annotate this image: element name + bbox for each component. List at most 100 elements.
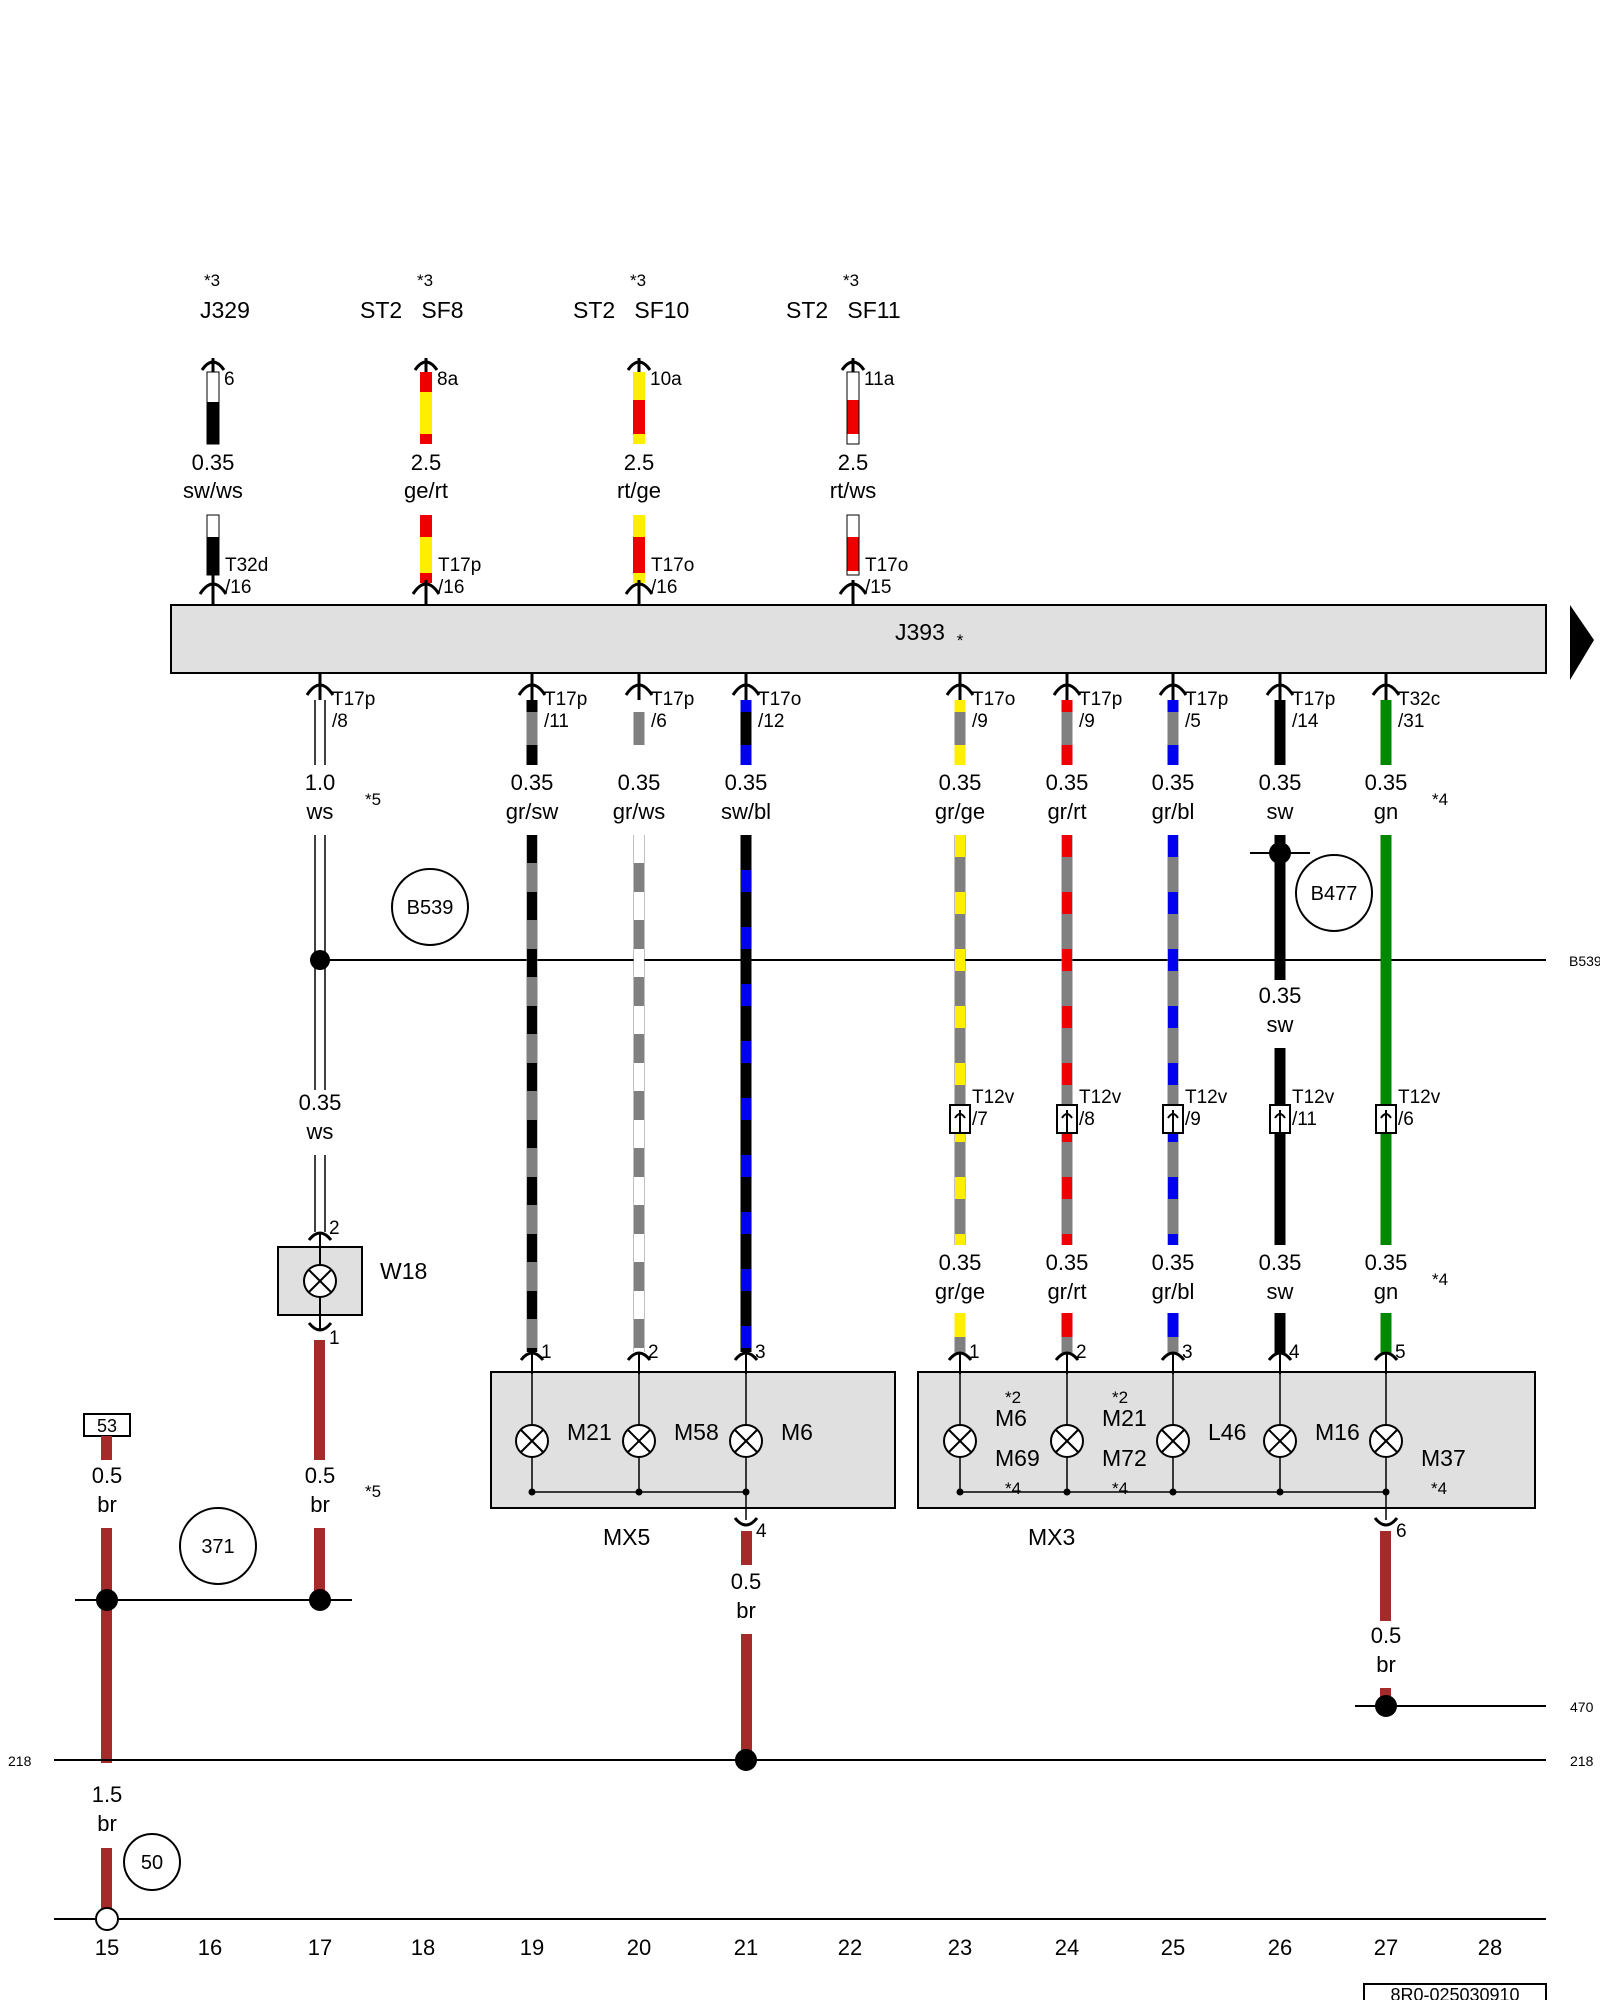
- connector-name: T17o: [865, 555, 908, 576]
- wire-stripe: [634, 892, 644, 920]
- wire-segment: [1061, 1337, 1073, 1353]
- splice-dot: [310, 950, 330, 970]
- ground-network: 53 0.5 br 1.5 br 0.5 br *5 371 0.5 br 0.…: [8, 1340, 1594, 1931]
- input-wire-sf8: *3 ST2 SF8 8a 2.5 ge/rt T17p /16: [360, 271, 481, 605]
- note: *5: [365, 790, 381, 809]
- wire-stripe: [1062, 892, 1072, 914]
- wire-segment: [1274, 1313, 1286, 1353]
- wire-color: br: [97, 1811, 117, 1836]
- wire-size: 0.5: [731, 1569, 762, 1594]
- connector-name: T17o: [758, 689, 801, 710]
- input-wire-sf11: *3 ST2 SF11 11a 2.5 rt/ws T17o /15: [786, 271, 908, 605]
- wire-stripe: [634, 1291, 644, 1319]
- wire-segment: [1380, 835, 1392, 1245]
- connector-name: T17p: [332, 689, 375, 710]
- connector-name: T17p: [544, 689, 587, 710]
- wire-stripe: [847, 400, 859, 434]
- wire-stripe: [1168, 892, 1178, 914]
- wire-stripe: [527, 835, 537, 863]
- wire-size: 0.5: [92, 1463, 123, 1488]
- wire-stripe: [1061, 745, 1073, 765]
- connector-name: T17o: [651, 555, 694, 576]
- pin-terminal: [307, 1231, 333, 1241]
- wire-stripe: [527, 949, 537, 977]
- bubble-label: B539: [407, 897, 454, 919]
- wire-segment: [633, 515, 645, 537]
- bubble: [1295, 854, 1373, 932]
- column-number: 23: [948, 1935, 972, 1960]
- connector-pin: /15: [865, 577, 891, 598]
- wire-segment: [101, 1436, 112, 1460]
- wire-stripe: [634, 1234, 644, 1262]
- wire-segment: [1274, 700, 1286, 765]
- wire-color: br: [736, 1598, 756, 1623]
- wire-stripe: [1062, 1006, 1072, 1028]
- bulb-cross: [948, 1429, 972, 1453]
- t12v-connector: T12v/8: [1056, 1087, 1122, 1134]
- wire-size: 0.35: [939, 1250, 982, 1275]
- wire-size: 0.35: [725, 770, 768, 795]
- connector-arc: [1061, 1113, 1073, 1119]
- wire-segment: [314, 1528, 325, 1600]
- connector-pin: /5: [1185, 711, 1201, 732]
- note: *4: [1112, 1479, 1128, 1498]
- wire-stripe: [740, 700, 752, 712]
- wire-stripe: [741, 984, 751, 1006]
- wire-color: sw: [1267, 1279, 1294, 1304]
- wire-size: 0.35: [1046, 770, 1089, 795]
- wire-stripe: [741, 927, 751, 949]
- wire-stripe: [741, 870, 751, 892]
- wire-segment: [1167, 700, 1179, 765]
- input-wire-sf10: *3 ST2 SF10 10a 2.5 rt/ge T17o /16: [573, 271, 694, 605]
- label-bg: [920, 1248, 1000, 1310]
- pin-label: 3: [755, 1342, 766, 1363]
- wire-color: br: [97, 1492, 117, 1517]
- wire-stripe: [1062, 949, 1072, 971]
- wire-segment: [633, 537, 645, 573]
- wire-stripe: [1167, 700, 1179, 712]
- connector-name: T12v: [1398, 1087, 1441, 1108]
- note: *3: [204, 271, 220, 290]
- wire-stripe: [1168, 949, 1178, 971]
- wire-segment: [633, 573, 645, 583]
- wire-segment: [1167, 1337, 1179, 1353]
- wire-stripe: [527, 1234, 537, 1262]
- wire-stripe: [1167, 745, 1179, 765]
- wire-stripe: [955, 949, 965, 971]
- lamp-name: M69: [995, 1445, 1040, 1471]
- t12v-connector: T12v/7: [949, 1087, 1015, 1134]
- column-number: 27: [1374, 1935, 1398, 1960]
- wire-size: 0.35: [618, 770, 661, 795]
- pin-label: 4: [756, 1521, 767, 1542]
- wire-size: 0.35: [1365, 770, 1408, 795]
- connector-name: T17p: [1185, 689, 1228, 710]
- lamp-name: M37: [1421, 1445, 1466, 1471]
- wire-segment: [420, 372, 432, 392]
- wire-size: 0.35: [1046, 1250, 1089, 1275]
- splice-dot: [1375, 1695, 1397, 1717]
- wire-stripe: [954, 745, 966, 765]
- note: *3: [417, 271, 433, 290]
- wire-segment: [954, 1313, 966, 1353]
- connector-name: T32d: [225, 555, 268, 576]
- wire-stripe: [527, 1348, 537, 1352]
- wire-segment: [954, 700, 966, 765]
- wire-color: rt/ge: [617, 478, 661, 503]
- wire-stripe: [207, 537, 219, 575]
- pin-terminal: [1373, 1517, 1399, 1527]
- pin-label: 5: [1395, 1342, 1406, 1363]
- wire-stripe: [633, 745, 645, 765]
- footer: 8R0-025030910: [1363, 1983, 1547, 2000]
- pin-label: 4: [1289, 1342, 1300, 1363]
- bulb-cross: [1055, 1429, 1079, 1453]
- wire-color: br: [1376, 1652, 1396, 1677]
- pin-label: 6: [1396, 1521, 1407, 1542]
- wire-stripe: [741, 1212, 751, 1234]
- wire-segment: [633, 400, 645, 434]
- wire-color: ws: [306, 799, 334, 824]
- lamp-name: M58: [674, 1419, 719, 1445]
- bulb-cross: [1374, 1429, 1398, 1453]
- bubble-label: B477: [1311, 883, 1358, 905]
